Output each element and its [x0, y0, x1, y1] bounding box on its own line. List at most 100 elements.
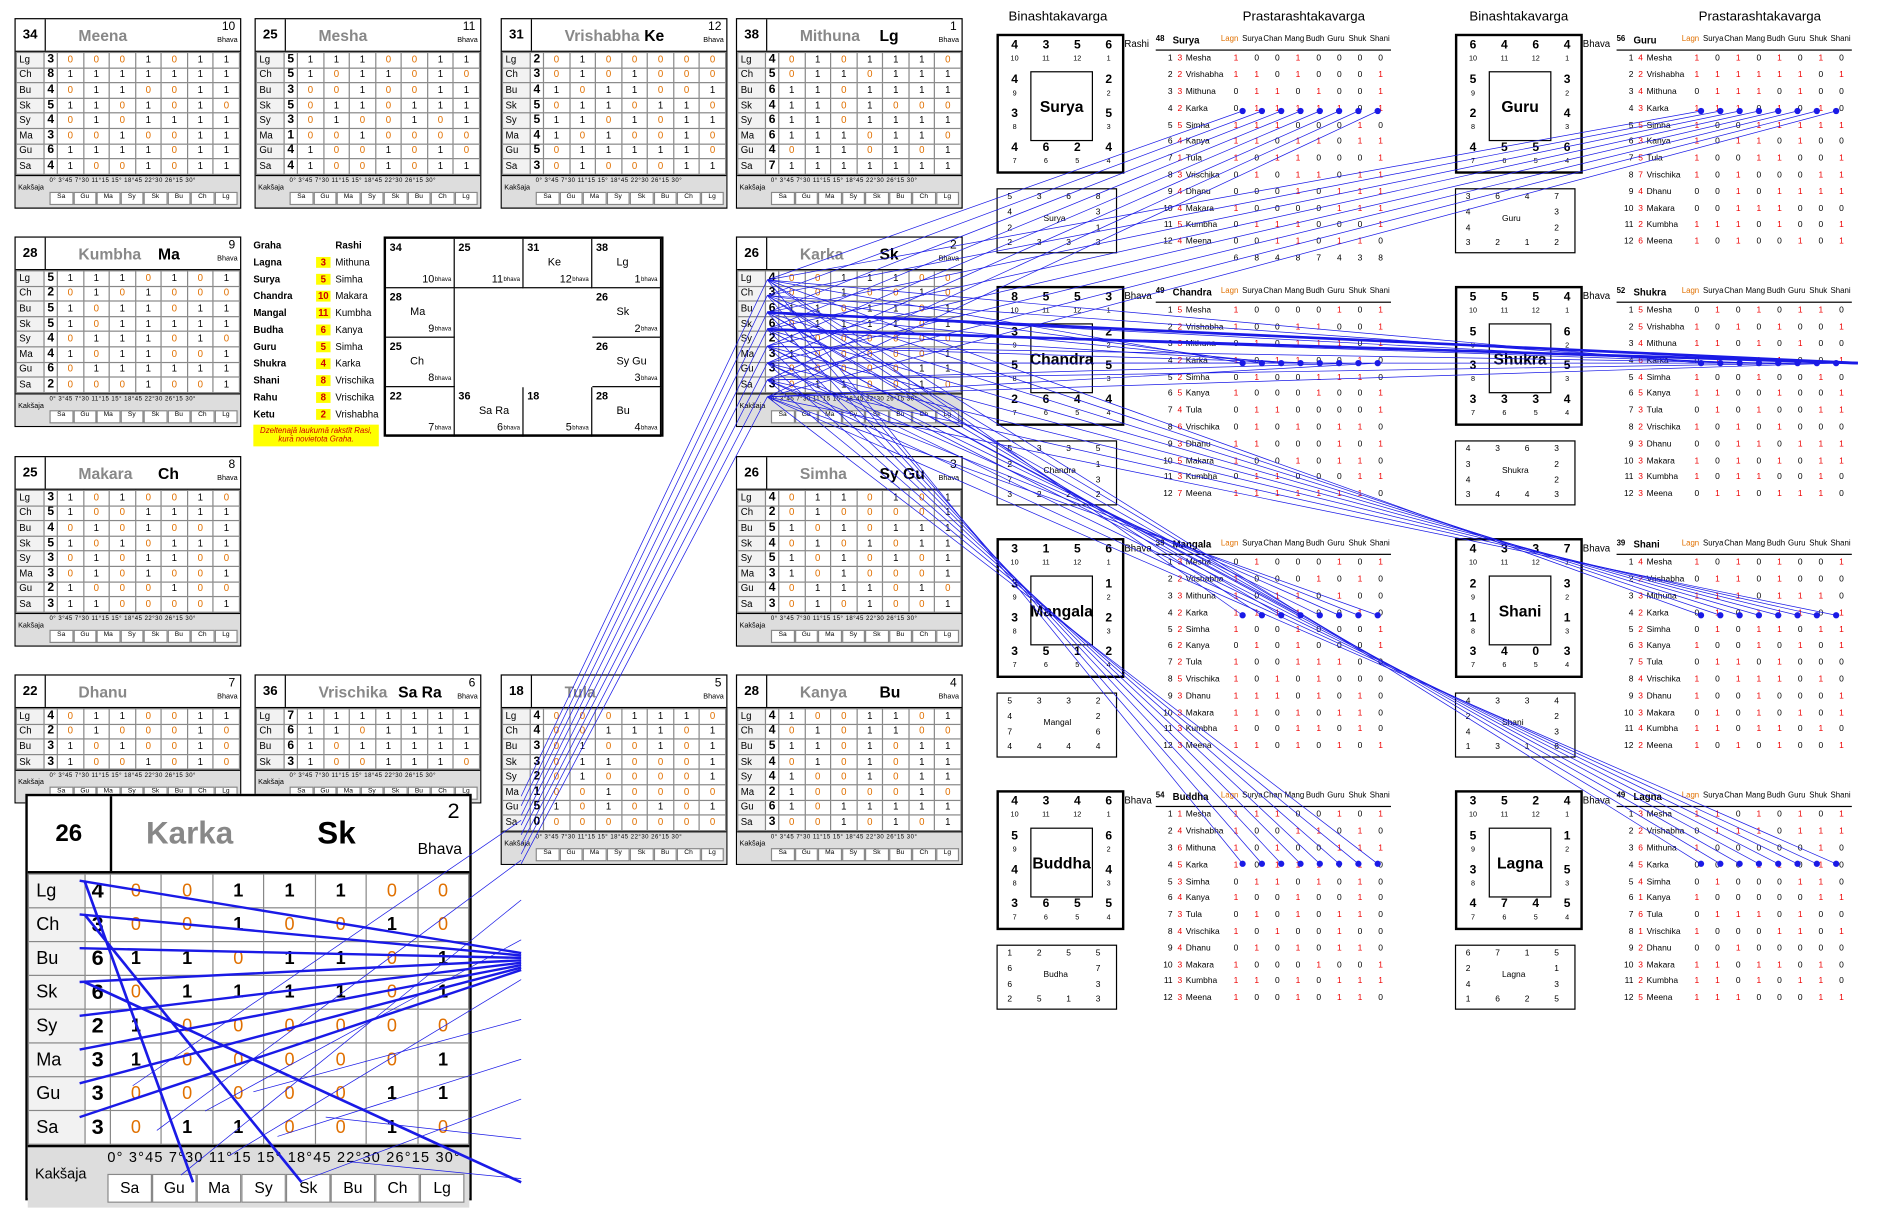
prastar-rashi-index: 8	[1167, 171, 1173, 180]
rashi-bindu-cell: 0	[160, 51, 188, 69]
prastar-bit: 0	[1818, 137, 1824, 147]
prastar-bit: 0	[1295, 559, 1301, 568]
prastar-row-sum: 6	[1638, 844, 1644, 853]
prastar-bit: 0	[1735, 625, 1741, 635]
prastar-rashi-index: 1	[1628, 559, 1634, 568]
prastar-bit: 1	[1336, 204, 1342, 214]
bav-sub: 5	[1075, 410, 1080, 418]
prastar-bit: 1	[1274, 608, 1280, 618]
prastar-row-sum: 5	[1638, 861, 1644, 870]
bav-sub: 4	[1565, 914, 1570, 922]
bav-sub: 8	[1470, 880, 1476, 888]
bav-cell: 4	[1563, 795, 1571, 809]
prastar-rashi-index: 5	[1628, 625, 1634, 635]
rashi-bindu-cell: 1	[934, 300, 962, 318]
prastar-bit: 1	[1756, 827, 1762, 837]
kaksha-lord: Ma	[96, 629, 121, 643]
rashi-bindu-cell: 1	[882, 550, 910, 567]
bav-sub: 6	[1043, 914, 1048, 922]
prastar-bit: 0	[1777, 237, 1782, 247]
rashi-bindu-cell: 1	[296, 738, 324, 755]
rashi-bindu-cell: 1	[374, 723, 403, 740]
prastar-bit: 0	[1715, 154, 1720, 164]
prastar-rashi-label: Makara	[1185, 708, 1214, 718]
rashi-bindu-cell: 1	[646, 143, 675, 160]
rashi-bindu-cell: 0	[160, 520, 188, 537]
bav-sub: 1	[1106, 55, 1111, 63]
bav-cell: 4	[1501, 38, 1508, 52]
prastar-bit: 0	[1254, 960, 1260, 970]
prastar-bit: 0	[1839, 340, 1844, 349]
kundali-total: 18	[527, 389, 540, 402]
prastar-bit: 1	[1818, 994, 1824, 1003]
prastar-bit: 0	[1839, 54, 1844, 64]
rashi-bindu-cell: 1	[134, 67, 162, 84]
prastar-bit: 1	[1357, 994, 1363, 1003]
prastar-bit: 1	[1336, 844, 1342, 853]
prastar-row-sum: 5	[1638, 306, 1644, 316]
prastar-bit: 1	[1777, 608, 1782, 618]
rashi-bindu-cell: 1	[568, 112, 597, 130]
rashi-bindu-cell: 0	[804, 768, 832, 786]
rashi-total: 18	[502, 675, 533, 707]
rashi-graha: Lg	[737, 489, 767, 507]
prastar-bit: 1	[1295, 54, 1301, 64]
prastar-bit: 0	[1839, 104, 1844, 114]
prastar-bit: 0	[1756, 456, 1762, 466]
prastar-bit: 0	[1694, 861, 1700, 870]
rashi-bindu-cell: 1	[452, 723, 481, 740]
bav-planet-name: Chandra	[1030, 323, 1093, 394]
rashi-bindu-cell: 0	[160, 738, 188, 755]
kundali-total: 28	[389, 290, 402, 303]
prastar-bit: 1	[1316, 373, 1322, 382]
prastar-rashi-index: 1	[1167, 559, 1173, 568]
big-bindu-cell: 0	[365, 1008, 419, 1044]
prastar-bit: 1	[1694, 121, 1700, 130]
sarva-cell: 3	[1095, 980, 1101, 989]
prastar-col-sum: 4	[1274, 254, 1280, 263]
prastar-bit: 0	[1274, 625, 1280, 635]
bhava-label: Bhava	[938, 693, 960, 701]
sarva-cell: 4	[1554, 697, 1559, 706]
prastar-bit: 1	[1777, 154, 1782, 164]
rashi-bindu-cell: 1	[882, 489, 910, 507]
big-kaksha-lord: Bu	[330, 1173, 376, 1203]
kaksha-label: Kakšaja	[739, 402, 766, 410]
rashi-total-cell: 3	[283, 82, 298, 99]
rashi-bindu-cell: 0	[672, 799, 701, 816]
prastar-bit: 0	[1839, 911, 1844, 920]
prastar-bit: 0	[1336, 390, 1342, 399]
bhava-label: Bhava	[703, 693, 724, 701]
rashi-graha: Lg	[501, 708, 531, 725]
prastar-rashi-label: Mithuna	[1185, 88, 1216, 97]
rashi-bindu-cell: 1	[160, 67, 188, 84]
prastar-rashi-index: 3	[1167, 340, 1173, 349]
sarva-cell: 2	[1095, 697, 1101, 706]
legend-rashi-name: Vrischika	[335, 374, 375, 386]
rashi-name: Tula	[564, 682, 596, 701]
rashi-graha: Sk	[737, 97, 767, 114]
prastar-bit: 0	[1336, 88, 1342, 97]
prastar-bit: 0	[1336, 121, 1342, 130]
rashi-bindu-cell: 0	[620, 738, 649, 755]
prastar-rashi-index: 8	[1628, 171, 1634, 180]
prastar-bit: 1	[1378, 811, 1384, 820]
bav-sub: 1	[1106, 811, 1111, 820]
rashi-bindu-cell: 0	[882, 376, 910, 393]
